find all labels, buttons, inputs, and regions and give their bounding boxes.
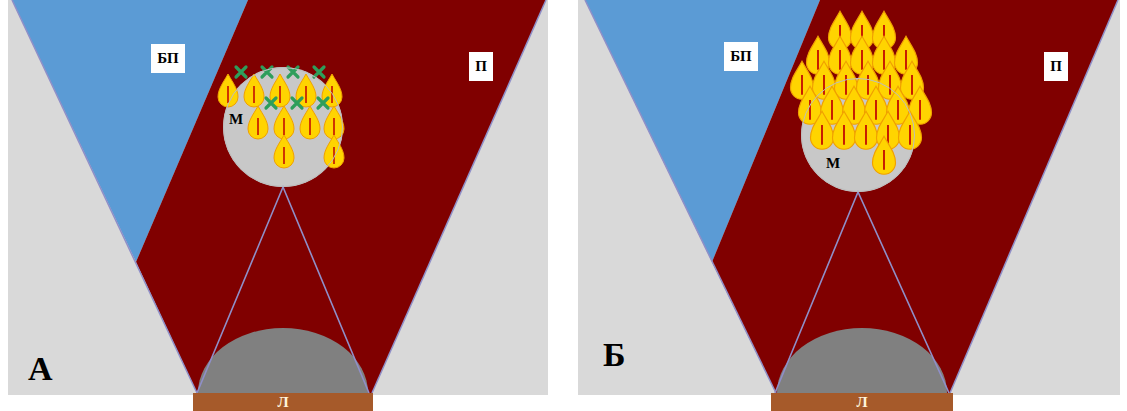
droplet xyxy=(811,111,834,149)
panel-letter: Б xyxy=(603,336,625,374)
droplet xyxy=(274,135,294,168)
cell-circle: М xyxy=(223,67,343,187)
cell-disc xyxy=(223,67,343,187)
panel-ground xyxy=(578,0,1120,395)
droplet xyxy=(899,111,922,149)
droplet xyxy=(218,74,238,107)
zone-label: БП xyxy=(151,44,185,73)
panel-letter: А xyxy=(28,350,53,388)
droplet xyxy=(873,136,896,174)
cross-mark xyxy=(314,67,324,77)
node-text: БП xyxy=(730,48,752,65)
node-text: П xyxy=(475,58,487,75)
droplet xyxy=(833,111,856,149)
red-zone xyxy=(712,0,1118,393)
light-spot xyxy=(777,328,947,393)
cross-mark xyxy=(292,98,302,108)
view-cone xyxy=(775,192,949,393)
node-text: М xyxy=(229,111,243,128)
cell-outline-circle xyxy=(802,79,915,192)
cell-outline xyxy=(801,78,915,192)
node-text: М xyxy=(826,155,840,172)
zone-label: П xyxy=(1044,52,1068,81)
zone-edge xyxy=(585,0,776,393)
lens-bar: Л xyxy=(771,393,953,411)
droplet xyxy=(300,106,320,139)
cross-mark xyxy=(236,67,246,77)
zone-label: П xyxy=(469,52,493,81)
cell-outline-circle xyxy=(224,68,343,187)
droplet xyxy=(244,74,264,107)
lens-bar: Л xyxy=(193,393,373,411)
cross-mark xyxy=(266,98,276,108)
zone-edge xyxy=(372,0,546,393)
view-cone xyxy=(197,187,369,393)
light-spot xyxy=(198,328,368,393)
cell-disc xyxy=(801,78,915,192)
droplet xyxy=(855,111,878,149)
cross-mark xyxy=(318,98,328,108)
red-zone xyxy=(136,0,546,393)
node-text: П xyxy=(1050,58,1062,75)
node-text: Л xyxy=(277,394,288,411)
panel-ground xyxy=(8,0,548,395)
node-text: БП xyxy=(157,50,179,67)
zone-edge xyxy=(12,0,197,393)
zone-label: БП xyxy=(724,42,758,71)
cell-circle: М xyxy=(801,78,915,192)
droplet xyxy=(248,106,268,139)
zone-edge xyxy=(950,0,1118,393)
node-text: Л xyxy=(856,394,867,411)
